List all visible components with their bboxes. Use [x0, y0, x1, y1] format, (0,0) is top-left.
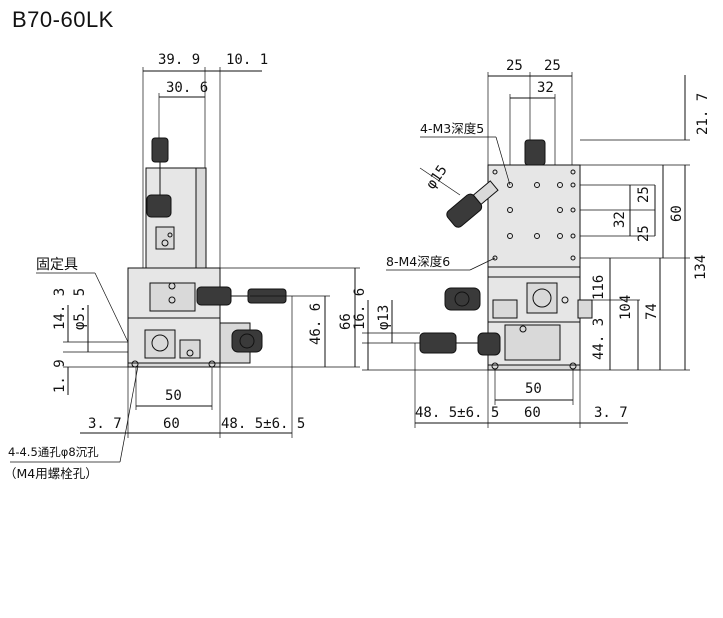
right-micrometer-side-knob	[419, 332, 457, 354]
dim-phi-15: φ15	[423, 162, 451, 192]
dim-3-7-left: 3. 7	[88, 416, 122, 432]
dim-60-r: 60	[669, 205, 685, 222]
dim-32-top: 32	[537, 80, 554, 96]
hole-note-line-2: （M4用螺栓孔）	[4, 466, 98, 481]
dim-60-right: 60	[524, 405, 541, 421]
dim-3-7-right: 3. 7	[594, 405, 628, 421]
dim-10-1: 10. 1	[226, 52, 268, 68]
dim-39-9: 39. 9	[158, 52, 200, 68]
drawing-title: B70-60LK	[12, 7, 114, 32]
dim-48-5-right: 48. 5±6. 5	[415, 405, 499, 421]
hole-note-line-1: 4-4.5通孔φ8沉孔	[8, 445, 99, 459]
dim-74: 74	[644, 303, 660, 320]
dim-25-r1: 25	[636, 186, 652, 203]
left-view	[10, 67, 360, 463]
dim-50-right: 50	[525, 381, 542, 397]
left-micrometer-top	[151, 137, 169, 163]
right-micrometer-top	[524, 139, 546, 166]
dim-48-5-left: 48. 5±6. 5	[221, 416, 305, 432]
dim-1-9: 1. 9	[52, 359, 68, 393]
label-m4: 8-M4深度6	[386, 254, 450, 269]
dim-32-r: 32	[612, 211, 628, 228]
dim-30-6: 30. 6	[166, 80, 208, 96]
dim-44-3: 44. 3	[591, 318, 607, 360]
dim-116: 116	[591, 275, 607, 300]
left-micrometer-side-knob	[196, 286, 232, 306]
label-fixture: 固定具	[36, 257, 78, 273]
label-m3: 4-M3深度5	[420, 121, 484, 136]
dim-104: 104	[618, 295, 634, 320]
left-micrometer-knob	[146, 194, 172, 218]
right-view	[362, 72, 690, 428]
dim-134: 134	[693, 255, 709, 280]
dim-50-left: 50	[165, 388, 182, 404]
left-upper-plate	[145, 167, 197, 269]
dim-16-6: 16. 6	[352, 288, 368, 330]
dim-66: 66	[338, 313, 354, 330]
dim-46-6: 46. 6	[308, 303, 324, 345]
dim-phi-13: φ13	[376, 305, 392, 330]
dim-21-7: 21. 7	[695, 93, 711, 135]
dim-phi-5-5: φ5. 5	[72, 288, 88, 330]
dim-25-a: 25	[506, 58, 523, 74]
dim-14-3: 14. 3	[52, 288, 68, 330]
dim-60-left: 60	[163, 416, 180, 432]
right-top-plate	[487, 164, 581, 268]
dim-25-b: 25	[544, 58, 561, 74]
dim-25-r2: 25	[636, 225, 652, 242]
